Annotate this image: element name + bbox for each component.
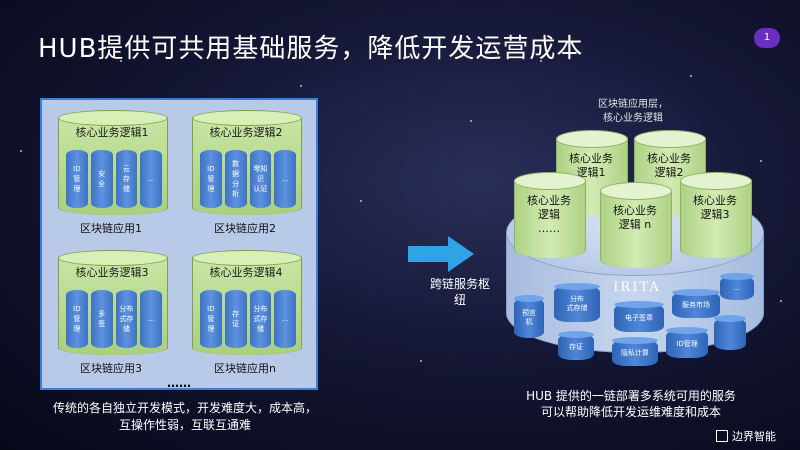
service-id-management: ID 管 理 [66,150,88,208]
hub-core-logic-3: 核心业务 逻辑3 [680,172,752,258]
brand-logo-icon [716,430,728,442]
left-caption: 传统的各自独立开发模式，开发难度大，成本高，互操作性弱，互联互通难 [52,401,317,432]
irita-logo: IRITA [613,280,661,295]
hub-core-label: 核心业务 逻辑 …… [527,194,571,235]
hub-core-logic-etc: 核心业务 逻辑 …… [514,172,586,258]
hub-core-label: 核心业务 逻辑2 [647,152,691,179]
hub-service-extra [714,315,746,350]
core-logic-label: 核心业务逻辑3 [75,266,149,279]
footer-brand: 边界智能 [716,428,776,444]
hub-core-label: 核心业务 逻辑3 [693,194,737,221]
service-data-analysis: 数 据 分 析 [224,150,247,208]
hub-core-label: 核心业务 逻辑 n [613,204,657,231]
service-more: ... [274,150,296,208]
hub-service-attestation: 存证 [558,331,594,360]
hub-service-e-signature: 电子签章 [614,301,664,332]
hub-service-privacy-computing: 隐私计算 [612,337,658,366]
right-arrow-icon [408,236,474,272]
cross-chain-hub-label: 跨链服务枢纽 [430,277,491,307]
hub-core-label: 核心业务 逻辑1 [569,152,613,179]
brand-name: 边界智能 [732,430,776,443]
blockchain-app-1: 核心业务逻辑1 ID 管 理 安 全 云 存 储 ... 区块链应用1 [52,110,170,236]
service-cloud-storage: 云 存 储 [115,150,138,208]
hub-header-label: 区块链应用层， 核心业务逻辑 [598,99,668,124]
app-label: 区块链应用1 [80,222,142,235]
service-attestation: 存 证 [224,290,247,348]
hub-core-logic-n: 核心业务 逻辑 n [600,182,672,268]
service-id-management: ID 管 理 [200,150,222,208]
service-more: ... [274,290,296,348]
hub-service-oracle: 预言 机 [514,295,544,338]
service-multisig: 多 签 [90,290,113,348]
apps-ellipsis: …… [167,376,191,390]
service-id-management: ID 管 理 [66,290,88,348]
service-security: 安 全 [90,150,113,208]
blockchain-app-n: 核心业务逻辑4 ID 管 理 存 证 分布 式存储 ... 区块链应用n [186,250,304,376]
hub-service-marketplace: 服务市场 [672,289,720,318]
app-label: 区块链应用2 [214,222,276,235]
service-more: ... [140,290,162,348]
service-distributed-storage: 分布 式存储 [115,290,138,348]
service-id-management: ID 管 理 [200,290,222,348]
hub-service-distributed-storage: 分布 式存储 [554,283,600,322]
core-logic-label: 核心业务逻辑1 [75,126,149,139]
service-zero-knowledge: 零知识 认证 [249,150,272,208]
hub-service-id-management: ID管理 [666,327,708,358]
service-distributed-storage: 分布 式存储 [249,290,272,348]
app-label: 区块链应用3 [80,362,142,375]
traditional-apps-panel: 核心业务逻辑1 ID 管 理 安 全 云 存 储 ... 区块链应用1 核心业务… [40,98,318,390]
hub-service-more: ... [720,273,754,300]
core-logic-label: 核心业务逻辑2 [209,126,283,139]
blockchain-app-3: 核心业务逻辑3 ID 管 理 多 签 分布 式存储 ... 区块链应用3 [52,250,170,376]
service-more: ... [140,150,162,208]
page-number-badge: 1 [754,28,780,48]
hub-caption: HUB 提供的一链部署多系统可用的服务 可以帮助降低开发运维难度和成本 [526,389,736,419]
slide-title: HUB提供可共用基础服务，降低开发运营成本 [38,34,584,64]
core-logic-label: 核心业务逻辑4 [209,266,283,279]
app-label: 区块链应用n [214,362,276,375]
blockchain-app-2: 核心业务逻辑2 ID 管 理 数 据 分 析 零知识 认证 ... 区块链应用2 [186,110,304,236]
